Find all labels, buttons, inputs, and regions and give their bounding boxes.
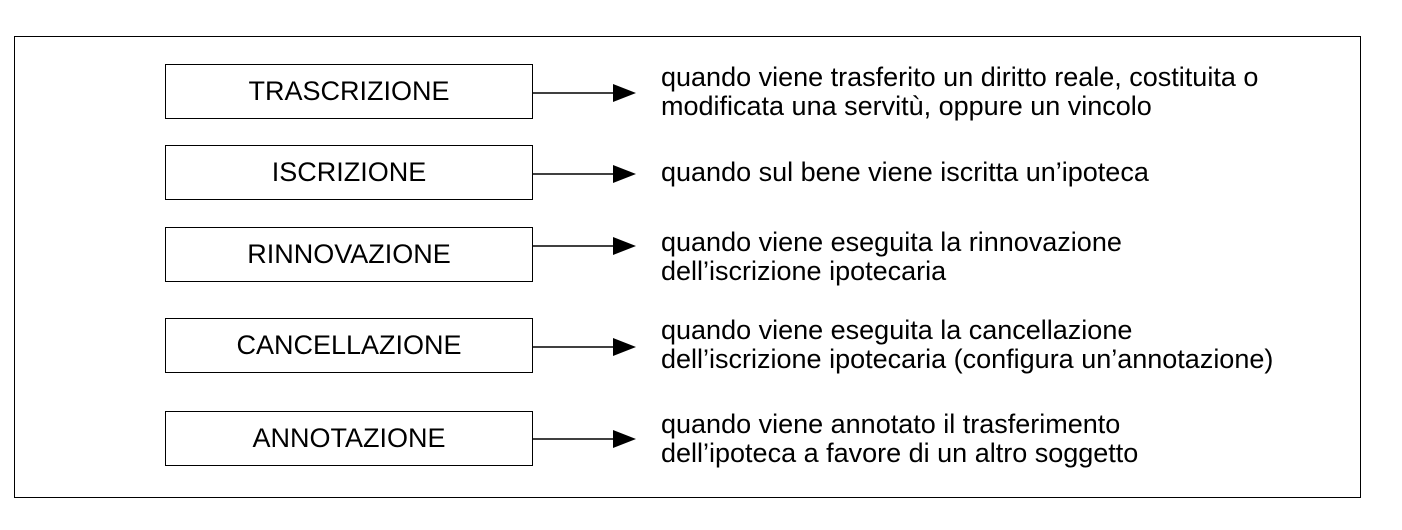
label-box-iscrizione: ISCRIZIONE xyxy=(165,145,533,200)
box-label: CANCELLAZIONE xyxy=(236,330,462,360)
description-cancellazione: quando viene eseguita la cancellazione d… xyxy=(661,316,1273,374)
description-iscrizione: quando sul bene viene iscritta un’ipotec… xyxy=(661,158,1149,187)
box-label: RINNOVAZIONE xyxy=(247,239,451,269)
description-line: quando viene eseguita la rinnovazione xyxy=(661,227,1122,257)
arrow-head xyxy=(613,430,636,448)
label-box-cancellazione: CANCELLAZIONE xyxy=(165,318,533,373)
description-trascrizione: quando viene trasferito un diritto reale… xyxy=(661,63,1258,121)
description-line: quando viene eseguita la cancellazione xyxy=(661,315,1133,345)
description-line: dell’ipoteca a favore di un altro sogget… xyxy=(661,438,1139,468)
arrow-head xyxy=(613,237,636,255)
description-line: modificata una servitù, oppure un vincol… xyxy=(661,91,1152,121)
box-label: ISCRIZIONE xyxy=(271,157,427,187)
arrow-connector-4 xyxy=(532,338,636,356)
arrow-connector-3 xyxy=(532,237,636,255)
arrow-head xyxy=(613,84,636,102)
description-annotazione: quando viene annotato il trasferimento d… xyxy=(661,410,1138,468)
arrow-connector-5 xyxy=(532,430,636,448)
label-box-annotazione: ANNOTAZIONE xyxy=(165,411,533,466)
label-box-rinnovazione: RINNOVAZIONE xyxy=(165,227,533,282)
label-box-trascrizione: TRASCRIZIONE xyxy=(165,64,533,119)
description-line: quando sul bene viene iscritta un’ipotec… xyxy=(661,157,1149,187)
description-line: dell’iscrizione ipotecaria (configura un… xyxy=(661,344,1274,374)
box-label: TRASCRIZIONE xyxy=(248,76,450,106)
description-line: quando viene trasferito un diritto reale… xyxy=(661,62,1259,92)
description-rinnovazione: quando viene eseguita la rinnovazione de… xyxy=(661,228,1122,286)
arrow-connector-2 xyxy=(532,165,636,183)
arrow-head xyxy=(613,165,636,183)
description-line: dell’iscrizione ipotecaria xyxy=(661,256,947,286)
arrow-connector-1 xyxy=(532,84,636,102)
arrow-head xyxy=(613,338,636,356)
description-line: quando viene annotato il trasferimento xyxy=(661,409,1121,439)
diagram-frame xyxy=(14,36,1361,498)
box-label: ANNOTAZIONE xyxy=(252,423,446,453)
